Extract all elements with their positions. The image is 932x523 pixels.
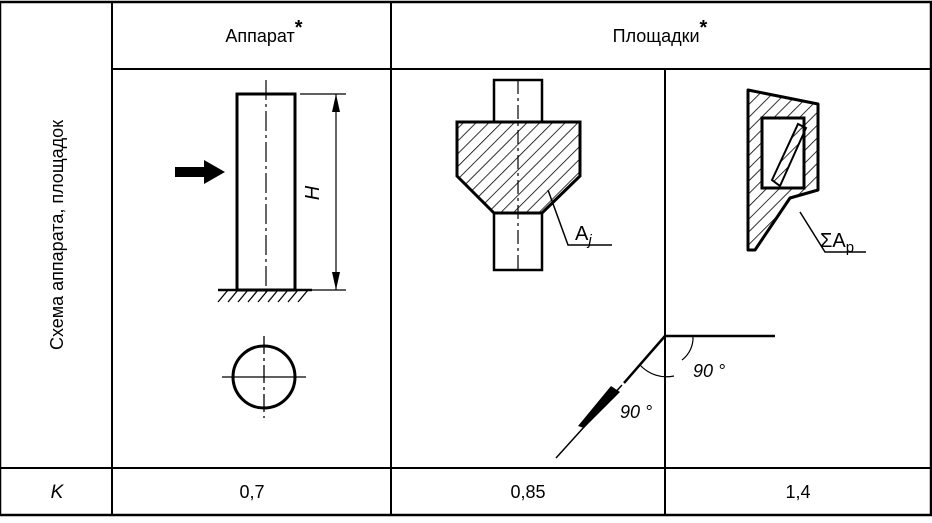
bracket-brace — [770, 122, 808, 188]
col-header-platforms-asterisk: * — [700, 17, 708, 39]
col-header-apparatus: Аппарат* — [225, 17, 302, 46]
wind-arrow-head — [204, 160, 225, 184]
angle-arc-2 — [639, 364, 675, 378]
col-header-apparatus-asterisk: * — [295, 17, 303, 39]
ground-hatching — [217, 289, 309, 303]
dimension-arrow-bottom — [332, 272, 340, 290]
angle-arc-1 — [681, 335, 694, 361]
area-label: Aj — [575, 223, 592, 249]
sum-area-label-main: ΣA — [820, 230, 846, 252]
col-header-platforms-text: Площадки — [613, 26, 700, 46]
k-value-platform-2: 1,4 — [785, 482, 810, 502]
row-header-label: Схема аппарата, площадок — [47, 120, 67, 350]
angle-label-1: 90 ° — [693, 361, 725, 381]
col-header-apparatus-text: Аппарат — [225, 26, 294, 46]
platform-2-drawing — [746, 88, 866, 253]
sum-area-label: ΣAp — [820, 230, 854, 256]
k-label: K — [51, 482, 65, 503]
platform-1-drawing — [455, 78, 775, 459]
area-leader-line — [547, 189, 612, 246]
col-header-platforms: Площадки* — [613, 17, 708, 46]
sum-area-label-sub: p — [846, 239, 854, 256]
k-value-apparatus: 0,7 — [239, 482, 264, 502]
area-label-main: A — [575, 223, 589, 245]
wind-arrow-shaft — [175, 167, 205, 177]
sum-area-leader-line — [799, 211, 866, 253]
dimension-arrow-top — [332, 94, 340, 112]
apparatus-drawing — [175, 80, 346, 418]
platform-edge-line — [623, 335, 666, 384]
height-label: H — [302, 185, 324, 200]
angle-label-2: 90 ° — [620, 402, 652, 422]
wind-direction-arrow — [578, 386, 620, 428]
area-label-sub: j — [586, 232, 592, 249]
k-value-platform-1: 0,85 — [510, 482, 545, 502]
